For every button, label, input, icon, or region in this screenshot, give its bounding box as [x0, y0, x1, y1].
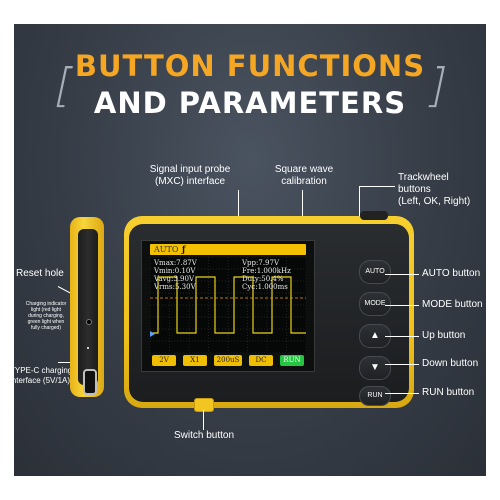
auto-button[interactable]: AUTO — [359, 260, 391, 284]
readout-vavg: Vavg:3.90V — [154, 275, 195, 283]
title-line-1: BUTTON FUNCTIONS — [74, 49, 426, 83]
callout-up-button: Up button — [422, 330, 466, 341]
device-front-panel: AUTO ƒ Vmax:7.87V Vmin:0.10V Vavg:3.90V … — [129, 224, 409, 406]
run-button[interactable]: RUN — [359, 386, 391, 406]
chip-time-div: 200uS — [214, 355, 242, 366]
waveform-svg — [150, 257, 306, 353]
readout-vrms: Vrms:5.30V — [154, 283, 196, 291]
screen-status-bar: AUTO ƒ — [150, 244, 306, 255]
leader-switch — [203, 410, 204, 430]
waveform-plot: Vmax:7.87V Vmin:0.10V Vavg:3.90V Vrms:5.… — [150, 257, 306, 353]
leader-mode — [385, 305, 419, 306]
power-switch[interactable] — [194, 398, 214, 412]
product-poster: [ ] BUTTON FUNCTIONS AND PARAMETERS Sign… — [14, 24, 486, 476]
device-side-panel — [78, 229, 98, 395]
oscilloscope-device: AUTO ƒ Vmax:7.87V Vmin:0.10V Vavg:3.90V … — [124, 211, 414, 412]
reset-hole[interactable] — [86, 319, 92, 325]
screen-mode-label: AUTO — [154, 245, 179, 254]
callout-typec: TYPE-C charging interface (5V/1A) — [14, 366, 73, 385]
callout-signal-probe: Signal input probe (MXC) interface — [149, 164, 231, 187]
callout-trackwheel: Trackwheel buttons (Left, OK, Right) — [398, 172, 471, 207]
screen-chip-row: 2V X1 200uS DC RUN — [150, 355, 306, 367]
readout-cycle: Cyc:1.000ms — [242, 283, 288, 291]
charging-led — [87, 347, 89, 349]
waveform-trace — [150, 276, 306, 334]
leader-trackwheel-v — [359, 186, 360, 216]
readout-vmin: Vmin:0.10V — [154, 267, 196, 275]
chip-volts-div: 2V — [152, 355, 176, 366]
channel-marker-icon — [150, 331, 155, 337]
device-screen: AUTO ƒ Vmax:7.87V Vmin:0.10V Vavg:3.90V … — [141, 240, 315, 372]
leader-trackwheel-h — [359, 186, 395, 187]
title-line-2: AND PARAMETERS — [93, 86, 407, 120]
callout-auto-button: AUTO button — [422, 268, 481, 279]
trigger-icon: ƒ — [182, 244, 186, 254]
callout-charging-indicator: Charging indicator light (red light duri… — [25, 301, 67, 331]
callout-switch-button: Switch button — [173, 430, 235, 441]
usb-c-port — [83, 369, 97, 395]
chip-run: RUN — [280, 355, 304, 366]
chip-coupling: DC — [249, 355, 273, 366]
leader-signal-probe — [238, 190, 239, 218]
readout-vpp: Vpp:7.97V — [242, 259, 280, 267]
leader-square-wave — [302, 190, 303, 218]
leader-run — [385, 393, 419, 394]
down-button[interactable]: ▼ — [359, 356, 391, 380]
trackwheel[interactable] — [360, 211, 388, 220]
leader-auto — [385, 274, 419, 275]
readout-vmax: Vmax:7.87V — [154, 259, 197, 267]
callout-down-button: Down button — [422, 358, 479, 369]
readout-freq: Fre:1.000kHz — [242, 267, 291, 275]
leader-down — [385, 364, 419, 365]
device-side-view — [70, 217, 104, 397]
callout-square-wave: Square wave calibration — [274, 164, 334, 187]
chip-probe-x: X1 — [183, 355, 207, 366]
callout-run-button: RUN button — [422, 387, 475, 398]
leader-up — [385, 336, 419, 337]
mode-button[interactable]: MODE — [359, 292, 391, 316]
readout-duty: Duty:50.4% — [242, 275, 284, 283]
callout-mode-button: MODE button — [422, 299, 483, 310]
callout-reset-hole: Reset hole — [16, 268, 64, 279]
